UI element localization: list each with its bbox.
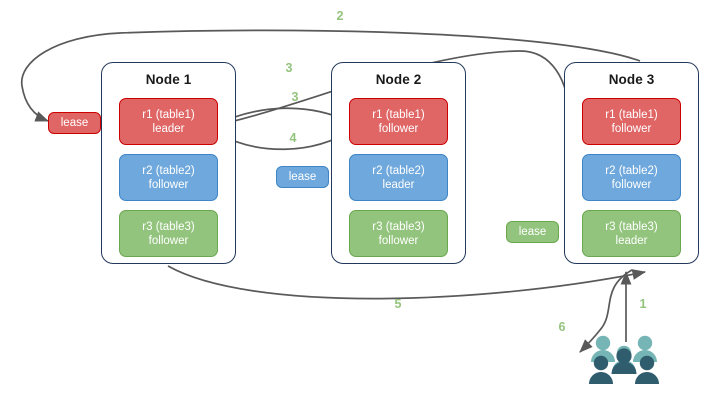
replica-list: r1 (table1) follower r2 (table2) leader … bbox=[349, 98, 448, 257]
node-title: Node 2 bbox=[375, 72, 422, 87]
replica-r2[interactable]: r2 (table2) leader bbox=[349, 154, 448, 201]
replica-name: r3 (table3) bbox=[605, 220, 658, 233]
people-group-icon bbox=[589, 335, 659, 384]
replica-r2[interactable]: r2 (table2) follower bbox=[119, 154, 218, 201]
node-container-node3[interactable]: Node 3 r1 (table1) follower r2 (table2) … bbox=[564, 62, 699, 264]
lease-label: lease bbox=[288, 171, 317, 183]
replica-name: r1 (table1) bbox=[142, 108, 195, 121]
lease-pill-r2[interactable]: lease bbox=[276, 166, 329, 188]
replica-name: r2 (table2) bbox=[605, 164, 658, 177]
replica-role: follower bbox=[611, 178, 652, 191]
step-label-4: 4 bbox=[289, 131, 297, 145]
step-label-1: 1 bbox=[639, 297, 647, 311]
node-title: Node 3 bbox=[608, 72, 655, 87]
replica-role: leader bbox=[152, 122, 185, 135]
replica-name: r3 (table3) bbox=[372, 220, 425, 233]
replica-name: r2 (table2) bbox=[142, 164, 195, 177]
replica-list: r1 (table1) follower r2 (table2) followe… bbox=[582, 98, 681, 257]
edge-step-5 bbox=[167, 265, 647, 300]
replica-list: r1 (table1) leader r2 (table2) follower … bbox=[119, 98, 218, 257]
replica-name: r3 (table3) bbox=[142, 220, 195, 233]
step-label-6: 6 bbox=[558, 320, 566, 334]
node-container-node2[interactable]: Node 2 r1 (table1) follower r2 (table2) … bbox=[331, 62, 466, 264]
replica-r1[interactable]: r1 (table1) follower bbox=[349, 98, 448, 145]
replica-role: follower bbox=[611, 122, 652, 135]
lease-label: lease bbox=[518, 226, 547, 238]
step-label-2: 2 bbox=[336, 9, 344, 23]
replica-role: follower bbox=[148, 178, 189, 191]
step-label-5: 5 bbox=[394, 297, 402, 311]
replica-role: leader bbox=[382, 178, 415, 191]
step-label-3b: 3 bbox=[291, 90, 299, 104]
lease-pill-r1[interactable]: lease bbox=[48, 112, 101, 134]
lease-pill-r3[interactable]: lease bbox=[506, 221, 559, 243]
replica-r1[interactable]: r1 (table1) leader bbox=[119, 98, 218, 145]
replica-role: follower bbox=[148, 234, 189, 247]
replica-role: follower bbox=[378, 234, 419, 247]
replica-r2[interactable]: r2 (table2) follower bbox=[582, 154, 681, 201]
replica-name: r2 (table2) bbox=[372, 164, 425, 177]
replica-r1[interactable]: r1 (table1) follower bbox=[582, 98, 681, 145]
replica-role: follower bbox=[378, 122, 419, 135]
replica-r3[interactable]: r3 (table3) follower bbox=[349, 210, 448, 257]
replica-name: r1 (table1) bbox=[605, 108, 658, 121]
lease-label: lease bbox=[60, 117, 89, 129]
replica-role: leader bbox=[615, 234, 648, 247]
node-title: Node 1 bbox=[145, 72, 192, 87]
replica-r3[interactable]: r3 (table3) follower bbox=[119, 210, 218, 257]
step-label-3a: 3 bbox=[285, 61, 293, 75]
replica-name: r1 (table1) bbox=[372, 108, 425, 121]
node-container-node1[interactable]: Node 1 r1 (table1) leader r2 (table2) fo… bbox=[101, 62, 236, 264]
replica-r3[interactable]: r3 (table3) leader bbox=[582, 210, 681, 257]
